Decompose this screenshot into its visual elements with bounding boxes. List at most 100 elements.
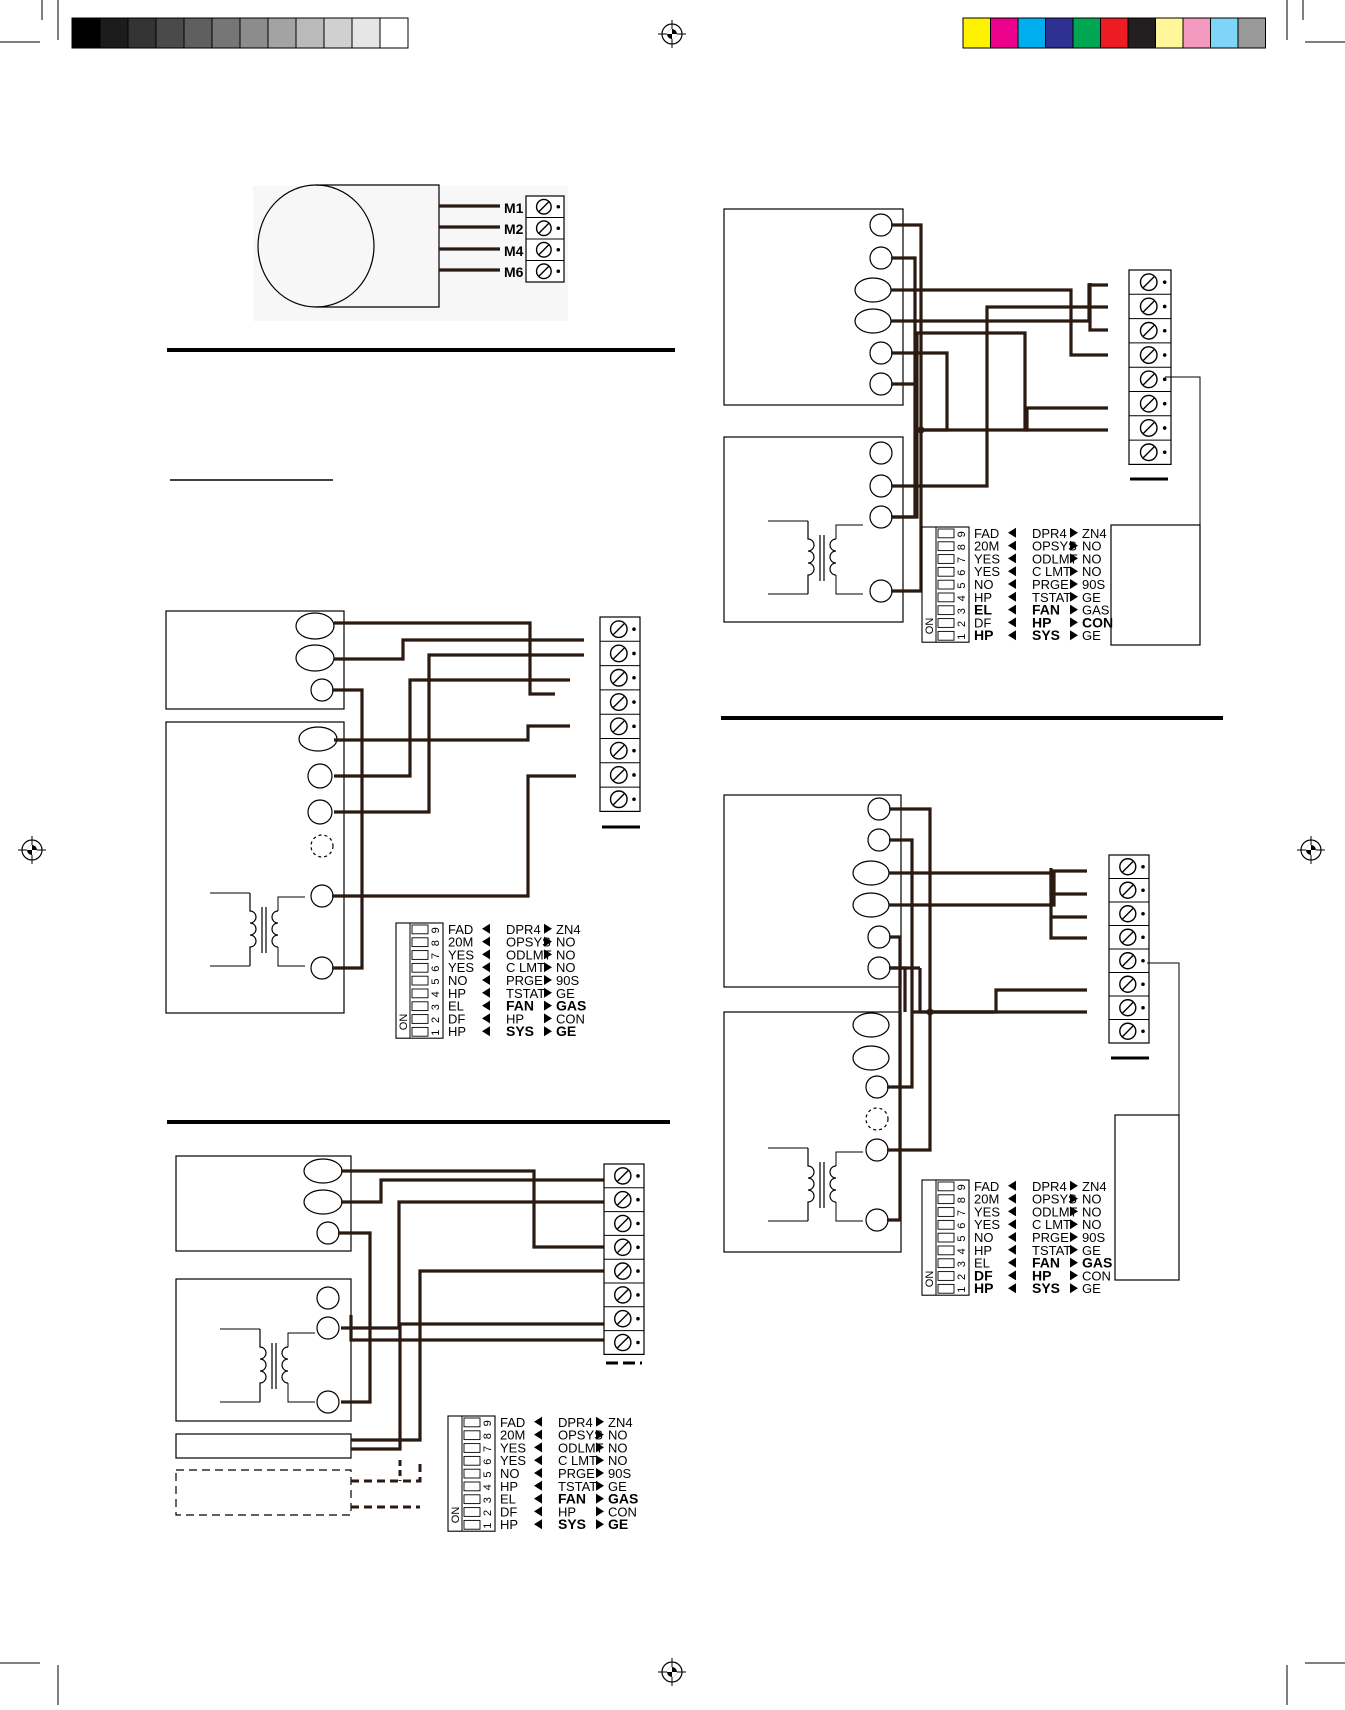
dip-right-label: NO (556, 947, 576, 962)
arrow-right-icon (1070, 540, 1078, 551)
dip-switch-number: 5 (956, 582, 968, 588)
color-swatch (1017, 17, 1046, 49)
dip-right-label: 90S (1082, 1230, 1105, 1245)
dip-switch-toggle (937, 1271, 955, 1281)
dip-right-label: NO (608, 1440, 628, 1455)
color-swatch (1045, 17, 1074, 49)
dip-switch-number: 5 (430, 978, 442, 984)
dip-right-label: 90S (1082, 577, 1105, 592)
dip-left-label: HP (974, 1280, 993, 1296)
dip-switch-number: 4 (482, 1484, 494, 1490)
dip-mid-label: FAN (1032, 602, 1060, 618)
dip-left-label: DF (500, 1504, 517, 1519)
registration-mark-icon (658, 20, 686, 48)
arrow-right-icon (596, 1519, 604, 1530)
dip-left-label: YES (974, 1204, 1000, 1219)
dip-right-label: 90S (608, 1466, 631, 1481)
color-swatch (1072, 17, 1101, 49)
dip-left-label: EL (974, 1256, 990, 1271)
dip-mid-label: C LMT (1032, 564, 1071, 579)
dip-switch-toggle (411, 1001, 429, 1012)
motor-terminal-block (525, 195, 565, 283)
screw-terminal-icon (614, 1167, 640, 1185)
screw-terminal-icon (609, 765, 636, 784)
dip-mid-label: HP (558, 1504, 576, 1519)
dip-right-label: GE (1082, 1281, 1101, 1296)
dip-left-label: DF (448, 1011, 465, 1026)
arrow-right-icon (544, 975, 552, 985)
arrow-left-icon (534, 1416, 542, 1427)
gray-swatch (295, 17, 325, 49)
dip-switch-toggle (937, 630, 955, 641)
dip-switch-number: 6 (482, 1459, 494, 1465)
dip-right-label: CON (556, 1011, 585, 1026)
dip-switch-number: 1 (956, 1287, 968, 1293)
dip-left-label: HP (974, 1243, 992, 1258)
dip-mid-label: FAN (1032, 1255, 1060, 1271)
dip-switch-number: 6 (956, 1223, 968, 1229)
dip-left-label: NO (500, 1466, 520, 1481)
dip-switch-toggle (411, 988, 429, 999)
dip-switch-toggle (463, 1481, 481, 1492)
dip-mid-label: OPSYS (506, 935, 551, 950)
arrow-left-icon (1008, 1283, 1016, 1294)
dip-switch-toggle (937, 579, 955, 590)
dip-mid-label: DPR4 (558, 1415, 593, 1430)
dip-left-label: 20M (500, 1428, 525, 1443)
dip-switch-number: 8 (956, 544, 968, 550)
screw-terminal-icon (1119, 975, 1145, 993)
arrow-left-icon (534, 1506, 542, 1517)
dip-switch-number: 4 (430, 991, 442, 997)
dip-switch-number: 2 (956, 1274, 968, 1280)
dip-mid-label: DPR4 (506, 922, 541, 937)
arrow-right-icon (1070, 566, 1078, 577)
color-swatch (1210, 17, 1239, 49)
dip-left-label: FAD (974, 526, 999, 541)
screw-terminal-icon (1139, 370, 1167, 389)
dip-right-label: NO (1082, 1204, 1102, 1219)
arrow-right-icon (1070, 1180, 1078, 1191)
arrow-left-icon (1008, 1219, 1016, 1230)
arrow-left-icon (1008, 540, 1016, 551)
dip-switch-toggle (463, 1455, 481, 1466)
gray-swatch (323, 17, 353, 49)
dip-left-label: 20M (974, 539, 999, 554)
dip-right-label: CON (1082, 1268, 1111, 1283)
dip-mid-label: SYS (558, 1516, 586, 1532)
arrow-left-icon (482, 949, 490, 960)
dip-right-label: GAS (556, 998, 586, 1014)
dip-mid-label: ODLMT (558, 1440, 604, 1455)
dip-left-label: HP (500, 1517, 518, 1532)
arrow-left-icon (482, 936, 490, 947)
dip-switch-toggle (411, 924, 429, 935)
dip-right-label: GE (1082, 590, 1101, 605)
screw-terminal-icon (1119, 999, 1145, 1017)
dip-left-label: HP (448, 986, 466, 1001)
dip-right-label: GE (556, 986, 575, 1001)
dip-right-label: CON (1082, 614, 1113, 630)
dip-right-label: GE (608, 1516, 628, 1532)
arrow-left-icon (534, 1519, 542, 1530)
arrow-left-icon (1008, 630, 1016, 641)
dip-mid-label: TSTAT (558, 1479, 597, 1494)
dip-right-label: ZN4 (1082, 1179, 1107, 1194)
screw-terminal-icon (609, 693, 636, 712)
dip-left-label: FAD (974, 1179, 999, 1194)
screw-terminal-icon (609, 717, 636, 736)
dip-right-label: GE (1082, 628, 1101, 643)
screw-terminal-icon (1139, 394, 1167, 413)
screw-terminal-icon (1119, 858, 1145, 876)
arrow-left-icon (482, 1026, 490, 1037)
dip-switch-toggle (937, 1232, 955, 1243)
dip-right-label: GAS (1082, 603, 1110, 618)
gray-swatch (99, 17, 129, 49)
dip-switch-number: 3 (430, 1004, 442, 1010)
dip-switch-number: 4 (956, 595, 968, 601)
dip-mid-label: C LMT (1032, 1217, 1071, 1232)
dip-switch-number: 8 (430, 940, 442, 946)
dip-on-label: ON (924, 618, 936, 635)
dip-left-label: DF (974, 1267, 993, 1283)
